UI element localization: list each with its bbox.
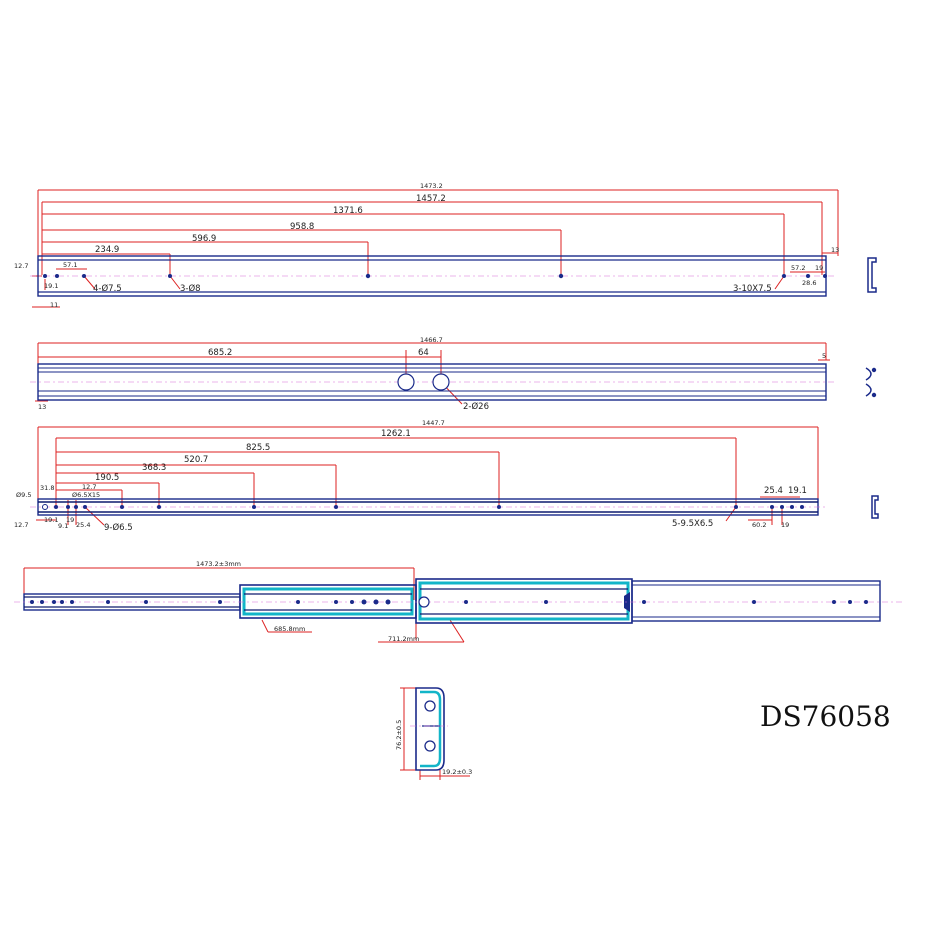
outer-dim-958: 958.8: [290, 222, 314, 232]
inner-dim-19-1-right: 19.1: [788, 486, 807, 496]
middle-callout-holes: 2-Ø26: [463, 401, 489, 412]
inner-dim-825: 825.5: [246, 443, 270, 453]
outer-dim-1457: 1457.2: [416, 194, 446, 204]
middle-dim-685: 685.2: [208, 348, 232, 358]
inner-callout-slots: 5-9.5X6.5: [672, 519, 713, 529]
outer-rail-view: 1473.2 1457.2 1371.6 958.8 596.9 234.9 5…: [14, 182, 877, 309]
inner-dim-25-4-right: 25.4: [764, 486, 783, 496]
outer-dim-57-1: 57.1: [63, 261, 77, 269]
assembly-dim-middle: 685.8mm: [274, 625, 305, 633]
outer-dim-13: 13: [831, 246, 839, 254]
outer-dim-596: 596.9: [192, 234, 216, 244]
middle-dim-13: 13: [38, 403, 46, 411]
inner-dim-overall: 1447.7: [422, 419, 445, 427]
assembly-dim-outer: 711.2mm: [388, 635, 419, 643]
inner-dim-60-2: 60.2: [752, 521, 766, 529]
inner-dim-19-1-left: 19.1: [44, 516, 58, 524]
inner-callout-holes: 9-Ø6.5: [104, 522, 133, 533]
outer-dim-28-6: 28.6: [802, 279, 816, 287]
cross-section-view: 76.2±0.5 19.2±0.3: [395, 687, 472, 780]
inner-dim-190: 190.5: [95, 473, 119, 483]
middle-dim-64: 64: [418, 348, 429, 358]
outer-dim-57-2: 57.2: [791, 264, 805, 272]
inner-dim-12-7-top: 12.7: [82, 483, 96, 491]
outer-dim-12-7: 12.7: [14, 262, 28, 270]
outer-callout-slots: 3-10X7.5: [733, 284, 772, 294]
model-number: DS76058: [760, 700, 891, 733]
middle-dim-5: 5: [822, 352, 826, 360]
inner-dim-19-left: 19: [66, 516, 74, 524]
middle-rail-view: 1466.7 685.2 64 5 13 2-Ø26: [30, 336, 877, 412]
outer-dim-overall: 1473.2: [420, 182, 443, 190]
inner-dim-31-8: 31.8: [40, 484, 54, 492]
inner-dim-9-5: Ø9.5: [16, 491, 31, 499]
assembly-dim-overall: 1473.2±3mm: [196, 560, 241, 568]
outer-dim-234: 234.9: [95, 245, 119, 255]
inner-dim-slot: Ø6.5X15: [72, 491, 100, 499]
outer-dim-19-1: 19.1: [44, 282, 58, 290]
middle-dim-overall: 1466.7: [420, 336, 443, 344]
assembly-view: 1473.2±3mm 685.8mm 711.2mm: [14, 560, 905, 643]
outer-callout-4-holes: 4-Ø7.5: [93, 283, 122, 294]
inner-dim-9-1: 9.1: [58, 522, 68, 530]
inner-dim-25-4-left: 25.4: [76, 521, 90, 529]
inner-rail-view: 1447.7 1262.1 825.5 520.7 368.3 190.5 31…: [14, 419, 879, 533]
outer-dim-19: 19: [815, 264, 823, 272]
section-dim-width: 19.2±0.3: [442, 768, 472, 776]
inner-dim-368: 368.3: [142, 463, 166, 473]
inner-dim-19-right: 19: [781, 521, 789, 529]
section-dim-height: 76.2±0.5: [395, 720, 403, 750]
inner-dim-12-7: 12.7: [14, 521, 28, 529]
outer-dim-1371: 1371.6: [333, 206, 363, 216]
outer-dim-11: 11: [50, 301, 58, 309]
inner-dim-520: 520.7: [184, 455, 208, 465]
outer-callout-3-holes: 3-Ø8: [180, 283, 201, 294]
inner-dim-1262: 1262.1: [381, 429, 411, 439]
